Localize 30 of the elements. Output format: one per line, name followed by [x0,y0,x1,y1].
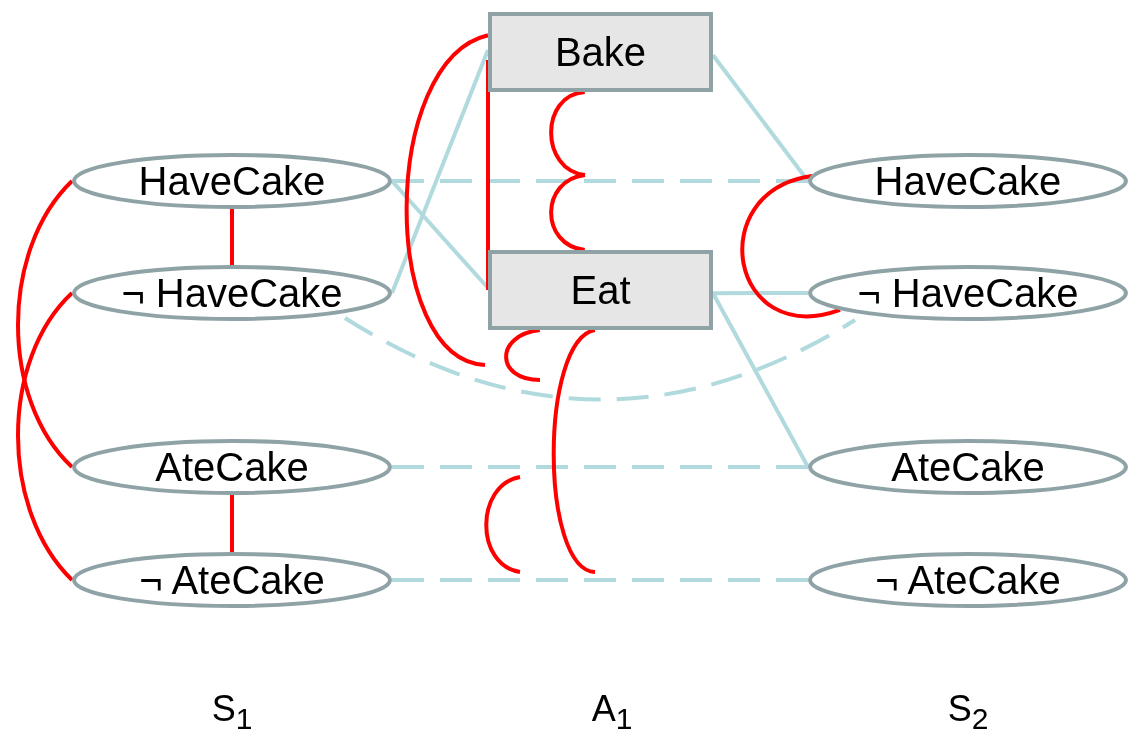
mutex-arc [504,328,541,382]
state-ellipse: ¬ HaveCake [808,265,1128,321]
state-ellipse: AteCake [808,439,1128,495]
mutex-arc [16,179,74,469]
dashed-connector [392,578,808,582]
connector-line [713,291,808,296]
mutex-arc [549,173,586,252]
state-ellipse: ¬ AteCake [808,552,1128,608]
action-box: Bake [488,12,713,92]
state-ellipse: AteCake [72,439,392,495]
layer-label: S$_{2}$ [947,688,989,737]
mutex-arc [549,90,586,177]
state-ellipse: HaveCake [808,153,1128,209]
mutex-arc [230,209,234,265]
mutex-arc [16,291,74,582]
state-ellipse: HaveCake [72,153,392,209]
connector-line [390,49,490,294]
dashed-connector [392,179,808,183]
mutex-arc [404,33,489,367]
mutex-arc [486,60,490,290]
layer-label: S$_{1}$ [211,688,253,737]
state-ellipse: ¬ HaveCake [72,265,392,321]
layer-label: A$_{1}$ [591,688,633,737]
dashed-connector [343,316,857,402]
dashed-connector [392,465,808,469]
mutex-arc [740,174,841,318]
action-box: Eat [488,250,713,330]
state-ellipse: ¬ AteCake [72,552,392,608]
mutex-arc [551,328,596,574]
mutex-arc [230,495,234,552]
